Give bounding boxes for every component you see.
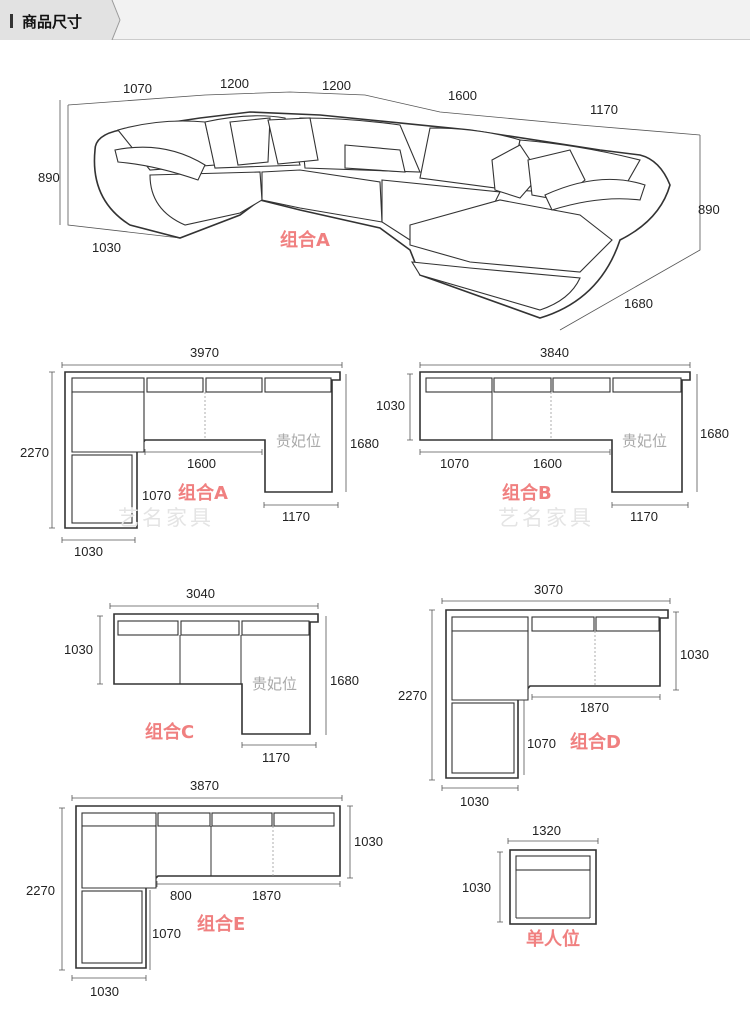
dim-label: 3070 — [534, 582, 563, 597]
dim-label: 1870 — [580, 700, 609, 715]
combo-label: 组合A — [178, 482, 228, 504]
dim-label: 1320 — [532, 823, 561, 838]
page-title: 商品尺寸 — [22, 13, 83, 31]
dim-label: 2270 — [20, 445, 49, 460]
dim-label: 2270 — [398, 688, 427, 703]
dim-label: 1600 — [448, 88, 477, 103]
seat-label: 贵妃位 — [622, 432, 667, 450]
watermark: 艺名家具 — [118, 506, 214, 530]
dim-label: 1030 — [460, 794, 489, 809]
perspective-sofa — [59, 91, 701, 331]
combo-label: 组合C — [145, 721, 194, 743]
combo-label: 组合D — [570, 731, 621, 753]
dim-label: 1200 — [322, 78, 351, 93]
dim-label: 1680 — [330, 673, 359, 688]
dim-label: 1170 — [282, 509, 310, 524]
dim-label: 1070 — [527, 736, 556, 751]
combo-b-diagram — [407, 362, 698, 508]
dim-label: 890 — [38, 170, 60, 185]
dim-label: 1200 — [220, 76, 249, 91]
dim-label: 3840 — [540, 345, 569, 360]
dim-label: 1030 — [376, 398, 405, 413]
dim-label: 1030 — [74, 544, 103, 559]
seat-label: 贵妃位 — [276, 432, 321, 450]
combo-label: 组合E — [197, 913, 245, 935]
dim-label: 1030 — [354, 834, 383, 849]
section-header: 商品尺寸 — [0, 0, 750, 40]
dim-label: 1600 — [533, 456, 562, 471]
combo-a-diagram — [49, 362, 347, 543]
dim-label: 3040 — [186, 586, 215, 601]
dim-label: 3970 — [190, 345, 219, 360]
dim-label: 1680 — [700, 426, 729, 441]
header-bar — [0, 0, 750, 40]
dim-label: 1070 — [123, 81, 152, 96]
dim-label: 1030 — [90, 984, 119, 999]
combo-label: 单人位 — [526, 928, 580, 950]
combo-e-diagram — [59, 795, 353, 981]
dim-label: 1680 — [624, 296, 653, 311]
dim-label: 2270 — [26, 883, 55, 898]
combo-label: 组合A — [280, 229, 330, 251]
combo-d-diagram — [429, 598, 679, 791]
dim-label: 1030 — [64, 642, 93, 657]
seat-label: 贵妃位 — [252, 675, 297, 693]
dim-label: 1600 — [187, 456, 216, 471]
dim-label: 1030 — [680, 647, 709, 662]
combo-c-diagram — [97, 603, 327, 748]
dim-label: 1070 — [440, 456, 469, 471]
dim-label: 1030 — [462, 880, 491, 895]
dim-label: 890 — [698, 202, 720, 217]
dim-label: 1680 — [350, 436, 379, 451]
dim-label: 3870 — [190, 778, 219, 793]
dim-label: 1030 — [92, 240, 121, 255]
combo-label: 组合B — [502, 482, 552, 504]
dim-label: 1170 — [262, 750, 290, 765]
watermark: 艺名家具 — [498, 506, 594, 530]
dim-label: 1170 — [590, 102, 618, 117]
dim-label: 1070 — [152, 926, 181, 941]
single-seat-diagram — [497, 838, 599, 925]
dim-label: 1870 — [252, 888, 281, 903]
dim-label: 1170 — [630, 509, 658, 524]
dim-label: 1070 — [142, 488, 171, 503]
dim-label: 800 — [170, 888, 192, 903]
